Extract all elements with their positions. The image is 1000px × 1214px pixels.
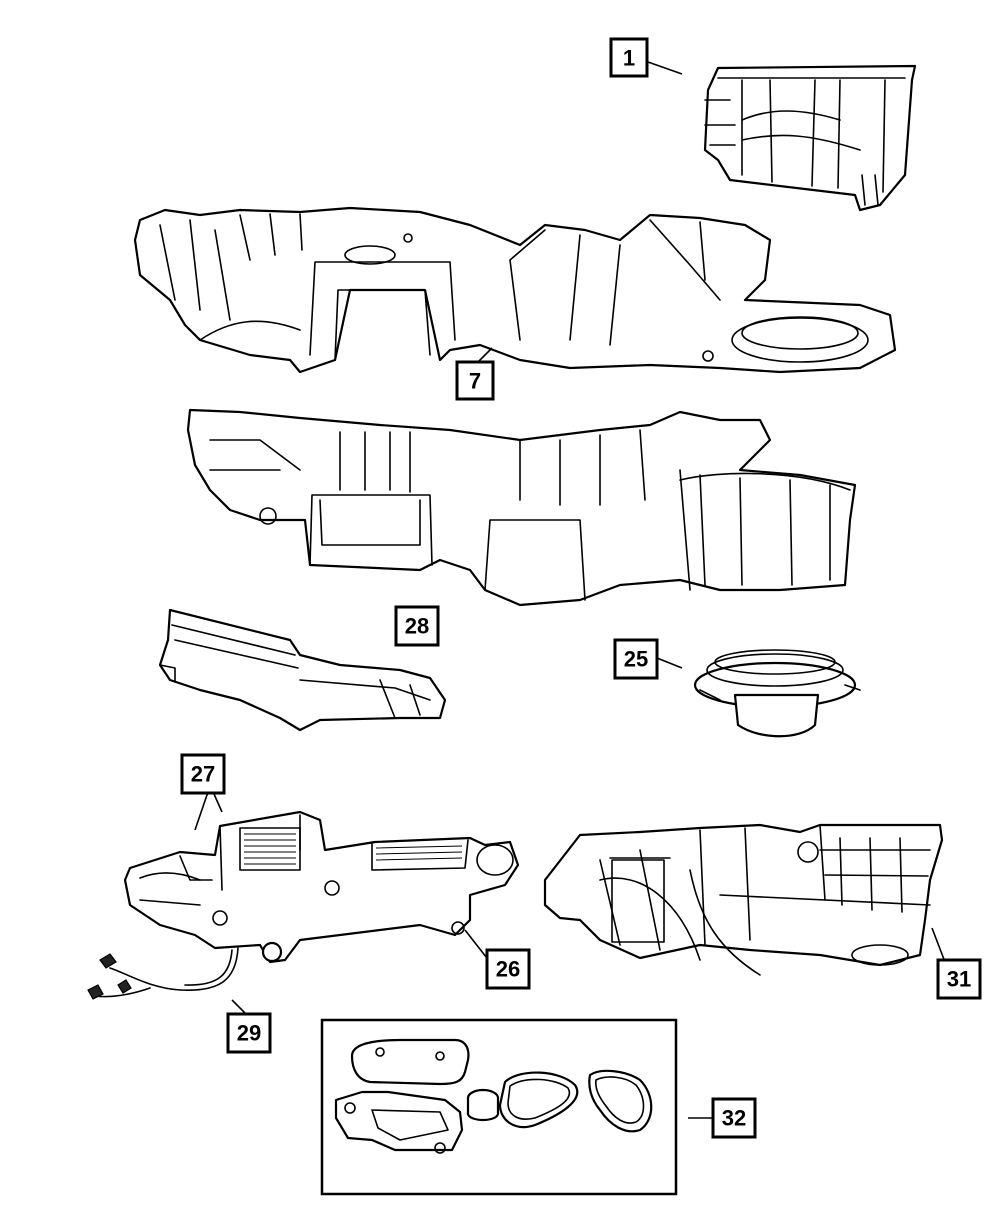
callout-1-label: 1 [623, 46, 635, 71]
part-29-wire-harness [87, 947, 239, 1000]
callout-25: 25 [613, 638, 659, 680]
part-1-housing-cover [703, 64, 917, 212]
callout-25-label: 25 [624, 647, 648, 672]
callout-26-label: 26 [496, 957, 520, 982]
part-25-blower-motor-collar [693, 649, 861, 738]
callout-29-label: 29 [237, 1021, 261, 1046]
callout-26: 26 [485, 948, 531, 990]
callout-27: 27 [180, 753, 226, 795]
callout-29: 29 [226, 1012, 272, 1054]
leader-lines [194, 61, 946, 1119]
callout-31: 31 [936, 958, 982, 1000]
callout-7: 7 [455, 360, 495, 401]
callout-27-label: 27 [191, 762, 215, 787]
lower-heater-housing [186, 408, 857, 607]
callout-31-label: 31 [947, 967, 971, 992]
callout-28: 28 [394, 605, 440, 647]
part-32-seal-kit [320, 1018, 678, 1196]
part-28-air-duct [158, 608, 447, 732]
callout-28-label: 28 [405, 614, 429, 639]
part-27-heater-assembly [123, 810, 520, 964]
callout-32-label: 32 [722, 1106, 746, 1131]
callout-7-label: 7 [469, 369, 481, 394]
part-7-upper-heater-housing [133, 206, 897, 374]
callout-1: 1 [609, 37, 649, 78]
part-31-hvac-unit-assembly [543, 823, 944, 976]
callout-32: 32 [711, 1097, 757, 1139]
